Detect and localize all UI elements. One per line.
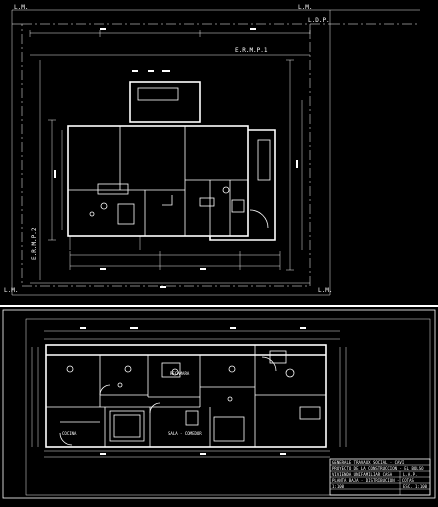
title-block-line5: 1:100 — [332, 484, 345, 489]
room-label-kitchen: COCINA — [62, 431, 77, 436]
title-block-line2: PROYECTO DE LA CONSTRUCCION - EL BOLSO — [332, 466, 424, 471]
site-plan-drawing: E.R.M.P.1 L.M. L.M. L.D.P. L.M. L.M. E.R… — [4, 4, 420, 296]
title-block-line4: PLANTA BAJA - DISTRIBUCION - COTAS — [332, 478, 414, 483]
title-block-line3: VIVIENDA UNIFAMILIAR CASA — [332, 472, 393, 477]
street-label-top: E.R.M.P.1 — [235, 47, 268, 54]
house-footprint — [67, 81, 276, 250]
corner-label-br: L.M. — [318, 287, 332, 294]
room-label-bedroom: RECAMARA — [170, 371, 190, 376]
floor-plan-panel: COCINA SALA - COMEDOR RECAMARA GENERALE … — [0, 307, 438, 503]
corner-label-bl: L.M. — [4, 287, 18, 294]
separator-line — [0, 305, 438, 307]
room-label-living: SALA - COMEDOR — [168, 431, 202, 436]
corner-label-tr2: L.D.P. — [308, 17, 330, 24]
corner-label-tr: L.M. — [298, 4, 312, 11]
floor-plan-fixtures — [59, 350, 321, 446]
street-label-left: E.R.M.P.2 — [31, 227, 38, 260]
floor-plan-walls — [45, 344, 327, 448]
corner-label-tl: L.M. — [14, 4, 28, 11]
floor-plan-dimension-marks — [80, 327, 306, 455]
dimension-text-marks — [54, 28, 298, 288]
title-block-line7: ESC. 1:100 — [403, 484, 428, 489]
site-plan-panel: E.R.M.P.1 L.M. L.M. L.D.P. L.M. L.M. E.R… — [4, 4, 420, 296]
floor-plan-drawing: COCINA SALA - COMEDOR RECAMARA GENERALE … — [2, 309, 436, 499]
title-block — [329, 458, 431, 496]
title-block-line1: GENERALE TRAVAUX SOCIAL - CAVI — [332, 460, 405, 465]
title-block-line6: L.A.P. — [403, 472, 417, 477]
